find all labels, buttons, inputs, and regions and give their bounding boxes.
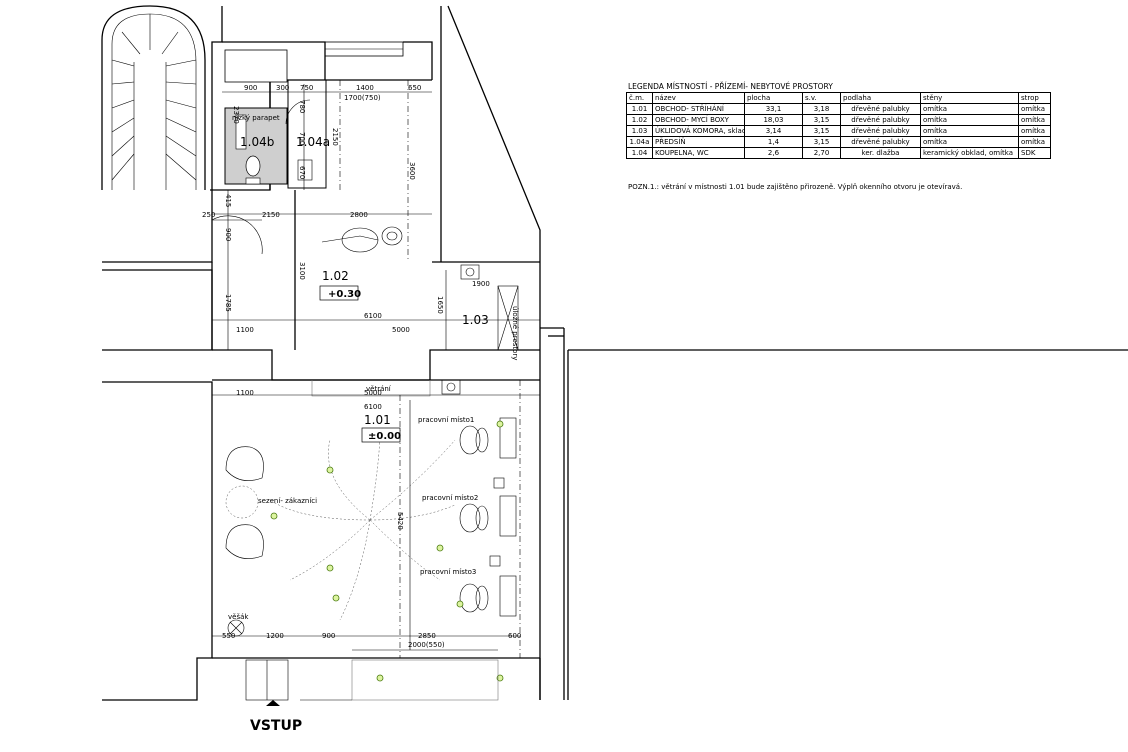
seating-label: sezení- zákazníci bbox=[258, 497, 317, 505]
dim-5000-a: 5000 bbox=[392, 326, 410, 334]
dim-2150-v: 2150 bbox=[331, 128, 339, 146]
dim-600: 600 bbox=[508, 632, 521, 640]
top-window bbox=[324, 41, 404, 57]
dim-5420: 5420 bbox=[396, 512, 404, 530]
room-1-02-label: 1.02 bbox=[322, 269, 349, 283]
col-floor: podlaha bbox=[840, 92, 921, 104]
entrance-label: VSTUP bbox=[250, 718, 302, 734]
col-area: plocha bbox=[744, 92, 803, 104]
shelves-label: úložné prostory bbox=[511, 306, 519, 360]
workstation-3 bbox=[459, 575, 517, 617]
dim-2370: 2370 bbox=[232, 106, 240, 124]
entrance-door bbox=[102, 659, 499, 706]
col-height: s.v. bbox=[802, 92, 841, 104]
dim-1700: 1700(750) bbox=[344, 94, 381, 102]
dim-750: 750 bbox=[300, 84, 313, 92]
dim-6100-b: 6100 bbox=[364, 403, 382, 411]
room-1-02-fixtures bbox=[211, 80, 519, 351]
hanger-label: věšák bbox=[228, 613, 249, 621]
dim-415: 415 bbox=[224, 194, 232, 207]
dim-1100-a: 1100 bbox=[236, 326, 254, 334]
col-walls: stěny bbox=[920, 92, 1019, 104]
dim-2850: 2850 bbox=[418, 632, 436, 640]
dim-6100-a: 6100 bbox=[364, 312, 382, 320]
dim-1900: 1900 bbox=[472, 280, 490, 288]
room-legend: LEGENDA MÍSTNOSTÍ - PŘÍZEMÍ- NEBYTOVÉ PR… bbox=[626, 82, 1052, 159]
col-name: název bbox=[652, 92, 745, 104]
low-ceiling-label: nízký parapet bbox=[232, 114, 280, 122]
table-row: 1.03 ÚKLIDOVÁ KOMORA, sklad 3,14 3,15 dř… bbox=[626, 125, 1051, 137]
dim-900-v: 900 bbox=[224, 228, 232, 241]
dim-1785: 1785 bbox=[224, 294, 232, 312]
room-1-01-label: 1.01 bbox=[364, 413, 391, 427]
dim-780: 780 bbox=[298, 100, 306, 113]
room-1-02-level: +0.30 bbox=[328, 289, 361, 300]
col-number: č.m. bbox=[626, 92, 653, 104]
legend-table: č.m. název plocha s.v. podlaha stěny str… bbox=[626, 92, 1051, 159]
legend-title: LEGENDA MÍSTNOSTÍ - PŘÍZEMÍ- NEBYTOVÉ PR… bbox=[628, 82, 833, 91]
dim-1200: 1200 bbox=[266, 632, 284, 640]
dim-2800: 2800 bbox=[350, 211, 368, 219]
workplace-2-label: pracovní místo2 bbox=[422, 494, 478, 502]
dim-300: 300 bbox=[276, 84, 289, 92]
dim-1400: 1400 bbox=[356, 84, 374, 92]
dim-650: 650 bbox=[408, 84, 421, 92]
dim-900-b: 900 bbox=[322, 632, 335, 640]
staircase bbox=[101, 5, 206, 190]
room-1-03-label: 1.03 bbox=[462, 313, 489, 327]
dim-1100-b: 1100 bbox=[236, 389, 254, 397]
room-labels: 1.04b 1.04a nízký parapet 1.02 +0.30 1.0… bbox=[228, 114, 519, 734]
dimension-lines bbox=[212, 84, 540, 651]
dim-2150-h: 2150 bbox=[262, 211, 280, 219]
dim-2000: 2000(550) bbox=[408, 641, 445, 649]
table-row: 1.04 KOUPELNA, WC 2,6 2,70 ker. dlažba k… bbox=[626, 147, 1051, 159]
workplace-1-label: pracovní místo1 bbox=[418, 416, 474, 424]
legend-header-row: č.m. název plocha s.v. podlaha stěny str… bbox=[626, 92, 1051, 104]
workstation-1 bbox=[459, 417, 517, 459]
table-row: 1.01 OBCHOD- STŘÍHÁNÍ 33,1 3,18 dřevěné … bbox=[626, 103, 1051, 115]
dim-670: 670 bbox=[298, 166, 306, 179]
col-ceiling: strop bbox=[1018, 92, 1051, 104]
room-1-01-level: ±0.00 bbox=[368, 431, 401, 442]
dimension-texts: 900 300 750 1400 1700(750) 650 780 2150 … bbox=[202, 84, 521, 649]
bathroom-1-04b bbox=[224, 49, 327, 189]
lights bbox=[270, 420, 504, 682]
table-row: 1.02 OBCHOD- MYCÍ BOXY 18,03 3,15 dřevěn… bbox=[626, 114, 1051, 126]
dim-900-top: 900 bbox=[244, 84, 257, 92]
dim-5000-b: 5000 bbox=[364, 389, 382, 397]
chair-1 bbox=[225, 446, 264, 559]
washing-station bbox=[321, 226, 403, 253]
dim-3600: 3600 bbox=[408, 162, 416, 180]
dim-250: 250 bbox=[202, 211, 215, 219]
workstation-2 bbox=[459, 495, 517, 537]
dim-1650: 1650 bbox=[436, 296, 444, 314]
workplace-3-label: pracovní místo3 bbox=[420, 568, 476, 576]
room-1-04b-label: 1.04b bbox=[240, 135, 274, 149]
ventilation-note: POZN.1.: větrání v místnosti 1.01 bude z… bbox=[628, 183, 963, 191]
room-1-04a-label: 1.04a bbox=[296, 135, 330, 149]
ventilation-label: větrání bbox=[366, 385, 392, 393]
dim-550: 550 bbox=[222, 632, 235, 640]
dim-3100: 3100 bbox=[298, 262, 306, 280]
table-row: 1.04a PŘEDSÍŇ 1,4 3,15 dřevěné palubky o… bbox=[626, 136, 1051, 148]
dim-700: 700 bbox=[298, 132, 306, 145]
